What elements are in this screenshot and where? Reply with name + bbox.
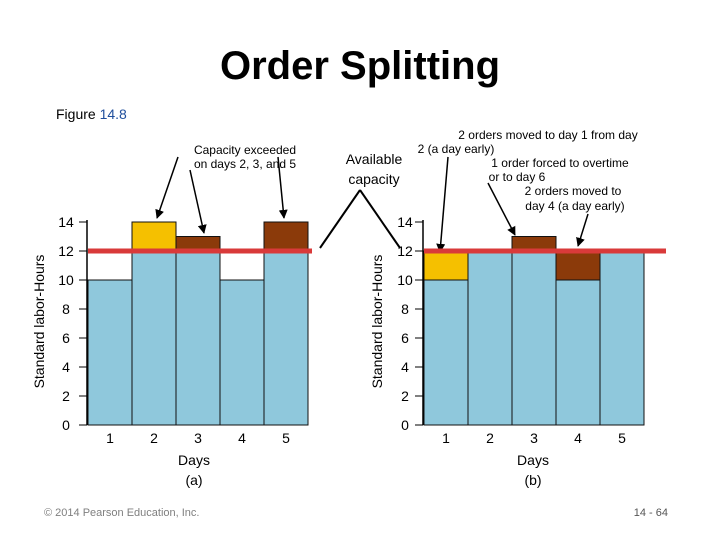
chart-a-y-tick-label: 2 [62,388,70,404]
chart-a-x-axis-label: Days [178,452,210,468]
chart-b-y-tick-label: 0 [401,417,409,433]
chart-b-y-tick-label: 14 [397,214,413,230]
chart-b-bar-day1 [423,279,469,426]
chart-a-x-tick-label: 4 [238,430,246,446]
arrow-to-day2-a [155,156,179,219]
chart-a-x-tick-label: 3 [194,430,202,446]
chart-a-y-tick-label: 4 [62,359,70,375]
chart-a-y-tick-label: 10 [58,272,74,288]
chart-a-bar-day4 [219,279,265,426]
chart-b-bar-day4 [555,279,601,426]
chart-a-y-tick-label: 0 [62,417,70,433]
chart-b-bar-day5 [599,250,645,426]
chart-a-y-tick-label: 8 [62,301,70,317]
chart-b-y-tick-label: 8 [401,301,409,317]
figure-prefix: Figure [56,106,96,122]
chart-b-x-tick-label: 5 [618,430,626,446]
annotation-moved-line2: 2 (a day early) [418,142,495,156]
arrow-to-day1-b [436,156,449,253]
chart-a-excess-yellow-day2 [131,221,177,252]
slide-title: Order Splitting [220,44,500,88]
chart-b-bar-day2 [467,250,513,426]
chart-a-y-tick-label: 12 [58,243,74,259]
chart-a-bar-day2 [131,250,177,426]
chart-a-bar-day5 [263,250,309,426]
chart-b-y-tick-label: 10 [397,272,413,288]
annotation-available-line2: capacity [348,171,399,187]
chart-b-y-tick-label: 6 [401,330,409,346]
annotation-moved-line1: 2 orders moved to day 1 from day [458,128,637,142]
chart-b-x-tick-label: 3 [530,430,538,446]
arrow-to-day5-a [277,156,288,219]
annotation-available-line1: Available [346,151,403,167]
chart-b-x-tick-label: 2 [486,430,494,446]
chart-b-x-axis-sublabel: (b) [524,472,541,488]
annotation-moved4-line1: 2 orders moved to [525,184,622,198]
chart-a-x-tick-label: 1 [106,430,114,446]
chart-b-y-tick-label: 12 [397,243,413,259]
annotation-overtime-line2: or to day 6 [489,170,546,184]
chart-a-y-axis-label: Standard labor-Hours [31,255,47,389]
annotation-capacity-exceeded-line2: on days 2, 3, and 5 [194,157,296,171]
figure-number: 14.8 [99,106,127,122]
chart-b-x-tick-label: 1 [442,430,450,446]
annotation-capacity-exceeded-line1: Capacity exceeded [194,143,296,157]
page-number: 14 - 64 [633,507,668,519]
chart-a-y-tick-label: 14 [58,214,74,230]
annotation-overtime-line1: 1 order forced to overtime [491,156,629,170]
chart-b-y-axis-label: Standard labor-Hours [369,255,385,389]
chart-b-x-tick-label: 4 [574,430,582,446]
copyright-text: © 2014 Pearson Education, Inc. [44,507,200,519]
chart-a-x-tick-label: 2 [150,430,158,446]
arrow-to-day3-b [487,182,516,236]
arrow-to-day3-a [189,169,207,234]
chart-a-bar-day3 [175,250,221,426]
chart-b-y-tick-label: 4 [401,359,409,375]
annotation-moved4-line2: day 4 (a day early) [525,199,624,213]
chart-b-excess-brown-day4 [555,250,601,281]
arrow-to-day1-b-gap [359,189,401,249]
chart-b-excess-yellow-day1 [423,250,469,281]
chart-a-x-tick-label: 5 [282,430,290,446]
chart-b-x-axis-label: Days [517,452,549,468]
chart-b-bar-day3 [511,250,557,426]
chart-b-y-tick-label: 2 [401,388,409,404]
chart-a-y-tick-label: 6 [62,330,70,346]
arrow-to-day4-a-gap [319,189,361,249]
figure-caption: Figure 14.8 [56,106,127,122]
chart-a-bar-day1 [87,279,133,426]
arrow-to-day4-b [576,213,589,247]
chart-a-excess-brown-day5 [263,221,309,252]
chart-a-x-axis-sublabel: (a) [185,472,202,488]
